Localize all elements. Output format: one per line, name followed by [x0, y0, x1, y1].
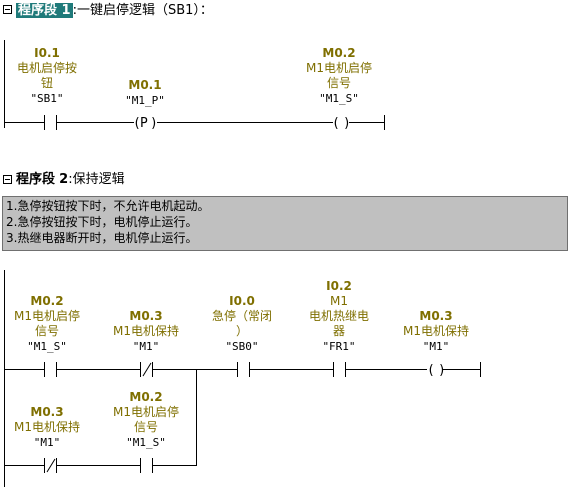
m1-nc-label: M0.3 M1电机保持 "M1" [100, 309, 192, 354]
svg-text:): ) [343, 116, 351, 131]
sb0-address: I0.0 [229, 294, 255, 308]
branch-m1s-comment-2: 信号 [133, 420, 158, 434]
svg-text:(: ( [427, 363, 435, 378]
branch-m1-nc-symbol: "M1" [33, 436, 61, 449]
m1p-address: M0.1 [128, 78, 162, 92]
sb0-contact-label: I0.0 急停（常闭 ） "SB0" [196, 294, 288, 354]
network-1-description: 一键启停逻辑（SB1）： [76, 3, 213, 18]
network-2-description: 保持逻辑 [72, 172, 125, 187]
fr1-contact-label: I0.2 M1 电机热继电 器 "FR1" [292, 279, 386, 354]
fr1-comment-3: 器 [332, 324, 345, 338]
m1s-coil[interactable]: ( ) [332, 116, 351, 131]
branch-m1s-label: M0.2 M1电机启停 信号 "M1_S" [100, 390, 192, 450]
m1s-coil-comment-1: M1电机启停 [306, 61, 372, 75]
fr1-address: I0.2 [326, 279, 352, 293]
branch-m1s-contact[interactable] [140, 458, 153, 473]
branch-m1s-address: M0.2 [129, 390, 163, 404]
fr1-symbol: "FR1" [322, 340, 356, 353]
comment-line-2: 2.急停按钮按下时，电机停止运行。 [6, 215, 198, 229]
m1-nc-contact[interactable] [140, 362, 153, 377]
m1s-coil-label: M0.2 M1电机启停 信号 "M1_S" [292, 46, 386, 106]
m1s-coil-comment-2: 信号 [326, 76, 351, 90]
m1p-edge-close-paren: ) [150, 116, 158, 131]
sb1-contact[interactable] [44, 115, 57, 130]
branch-m1-nc-label: M0.3 M1电机保持 "M1" [2, 405, 92, 450]
comment-line-3: 3.热继电器断开时，电机停止运行。 [6, 231, 198, 245]
m1-coil[interactable]: ( ) [427, 363, 446, 378]
network-1-title[interactable]: 程序段 1 [16, 3, 73, 18]
network-2-comment[interactable]: 1.急停按钮按下时，不允许电机起动。 2.急停按钮按下时，电机停止运行。 3.热… [2, 196, 568, 251]
sb0-contact[interactable] [237, 362, 250, 377]
branch-m1s-symbol: "M1_S" [126, 436, 166, 449]
m1s-contact[interactable] [44, 362, 57, 377]
m1s-contact-label: M0.2 M1电机启停 信号 "M1_S" [2, 294, 92, 354]
m1s-contact-comment-1: M1电机启停 [14, 309, 80, 323]
m1-coil-comment-1: M1电机保持 [403, 324, 469, 338]
network-2-title: 程序段 [16, 172, 56, 187]
sb1-comment-1: 电机启停按 [16, 61, 77, 75]
m1p-edge-label: M0.1 "M1_P" [102, 78, 188, 108]
m1p-edge-element[interactable]: ( P ) [133, 116, 158, 131]
m1-nc-address: M0.3 [129, 309, 163, 323]
m1p-symbol: "M1_P" [125, 94, 165, 107]
network-2-collapse-icon[interactable] [3, 175, 12, 184]
branch-m1s-comment-1: M1电机启停 [113, 405, 179, 419]
m1-coil-label: M0.3 M1电机保持 "M1" [390, 309, 482, 354]
m1s-contact-address: M0.2 [30, 294, 64, 308]
fr1-comment-1: M1 [330, 294, 348, 308]
m1s-contact-symbol: "M1_S" [27, 340, 67, 353]
network-2-colon: : [68, 172, 73, 187]
branch-m1-nc-address: M0.3 [30, 405, 64, 419]
sb0-symbol: "SB0" [225, 340, 259, 353]
branch-m1-nc-comment-1: M1电机保持 [14, 420, 80, 434]
sb0-comment-1: 急停（常闭 [211, 309, 272, 323]
m1-nc-symbol: "M1" [132, 340, 160, 353]
sb1-symbol: "SB1" [30, 92, 64, 105]
m1s-contact-comment-2: 信号 [34, 324, 59, 338]
network-1-header[interactable]: 程序段 1:一键启停逻辑（SB1）： [16, 2, 213, 20]
network-2-header[interactable]: 程序段 2:保持逻辑 [16, 171, 125, 189]
comment-line-1: 1.急停按钮按下时，不允许电机起动。 [6, 199, 210, 213]
svg-text:): ) [438, 363, 446, 378]
network-1-colon: : [72, 3, 77, 18]
sb1-address: I0.1 [34, 46, 60, 60]
branch-m1-nc-contact[interactable] [44, 458, 57, 473]
m1p-edge-open-paren: ( [133, 116, 141, 131]
network-1-collapse-icon[interactable] [3, 5, 12, 14]
fr1-comment-2: 电机热继电 [308, 309, 369, 323]
sb1-comment-2: 钮 [40, 76, 53, 90]
sb0-comment-2: ） [235, 324, 248, 338]
m1p-edge-glyph: P [140, 116, 148, 131]
fr1-contact[interactable] [333, 362, 346, 377]
network-2-number: 2 [59, 172, 69, 187]
svg-text:(: ( [332, 116, 340, 131]
m1-coil-address: M0.3 [419, 309, 453, 323]
sb1-contact-label: I0.1 电机启停按 钮 "SB1" [2, 46, 92, 106]
m1s-coil-address: M0.2 [322, 46, 356, 60]
m1s-coil-symbol: "M1_S" [319, 92, 359, 105]
m1-coil-symbol: "M1" [422, 340, 450, 353]
m1-nc-comment-1: M1电机保持 [113, 324, 179, 338]
